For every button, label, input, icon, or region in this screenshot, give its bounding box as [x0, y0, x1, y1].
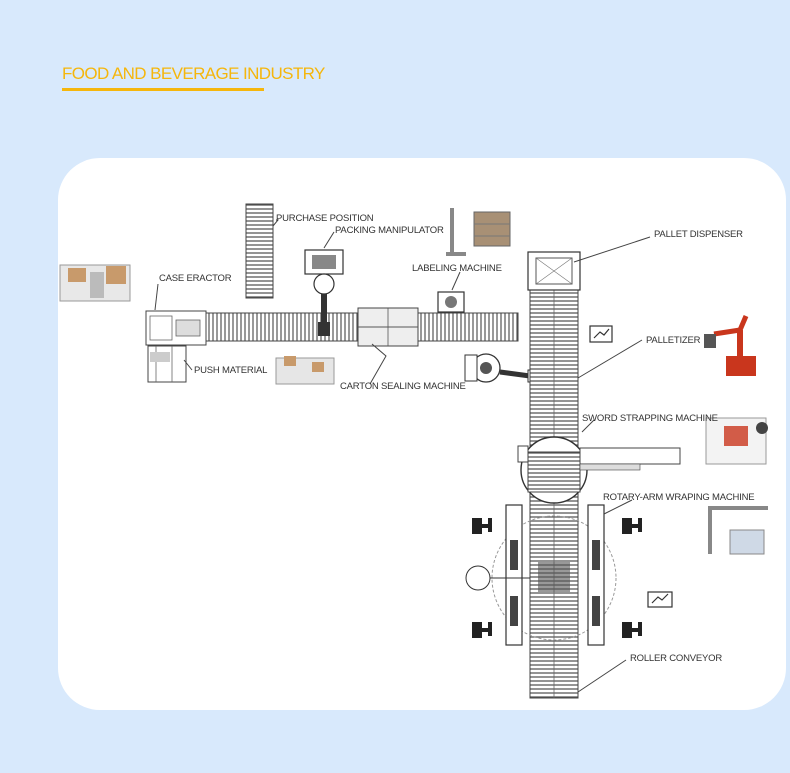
- label-pallet-dispenser: PALLET DISPENSER: [654, 229, 743, 240]
- label-rotary-arm-wraping-machine: ROTARY-ARM WRAPING MACHINE: [603, 492, 754, 503]
- page-title: FOOD AND BEVERAGE INDUSTRY: [62, 64, 325, 83]
- leader-lines: [154, 219, 651, 693]
- labeling-machine-illustration: [446, 208, 511, 256]
- strapping-machine-illustration: [705, 417, 768, 465]
- push-material-machine: [147, 345, 187, 383]
- chart-icon: [647, 591, 673, 608]
- chart-icon: [589, 325, 613, 343]
- label-labeling-machine: LABELING MACHINE: [412, 263, 502, 274]
- palletizer-robot-illustration: [704, 315, 756, 376]
- label-push-material: PUSH MATERIAL: [194, 365, 267, 376]
- title-underline: [62, 88, 264, 91]
- wrapping-machine-topview: [465, 504, 642, 646]
- carton-sealing-frame: [357, 307, 419, 347]
- case-eractor-illustration: [59, 264, 131, 302]
- label-palletizer: PALLETIZER: [646, 335, 701, 346]
- labeling-machine-topview: [437, 291, 465, 313]
- packing-manipulator-machine: [304, 249, 344, 336]
- case-eractor-machine: [145, 310, 207, 346]
- purchase-position-conveyor: [245, 203, 274, 299]
- label-roller-conveyor: ROLLER CONVEYOR: [630, 653, 722, 664]
- label-purchase-position: PURCHASE POSITION: [276, 213, 374, 224]
- label-packing-manipulator: PACKING MANIPULATOR: [335, 225, 444, 236]
- label-case-eractor: CASE ERACTOR: [159, 273, 232, 284]
- diagram-card: [58, 158, 786, 710]
- pallet-dispenser-machine: [527, 251, 581, 291]
- wrapping-machine-illustration: [708, 506, 768, 555]
- carton-sealing-illustration: [275, 356, 335, 385]
- label-carton-sealing-machine: CARTON SEALING MACHINE: [340, 381, 466, 392]
- label-sword-strapping-machine: SWORD STRAPPING MACHINE: [582, 413, 718, 424]
- strapping-turntable: [517, 436, 681, 504]
